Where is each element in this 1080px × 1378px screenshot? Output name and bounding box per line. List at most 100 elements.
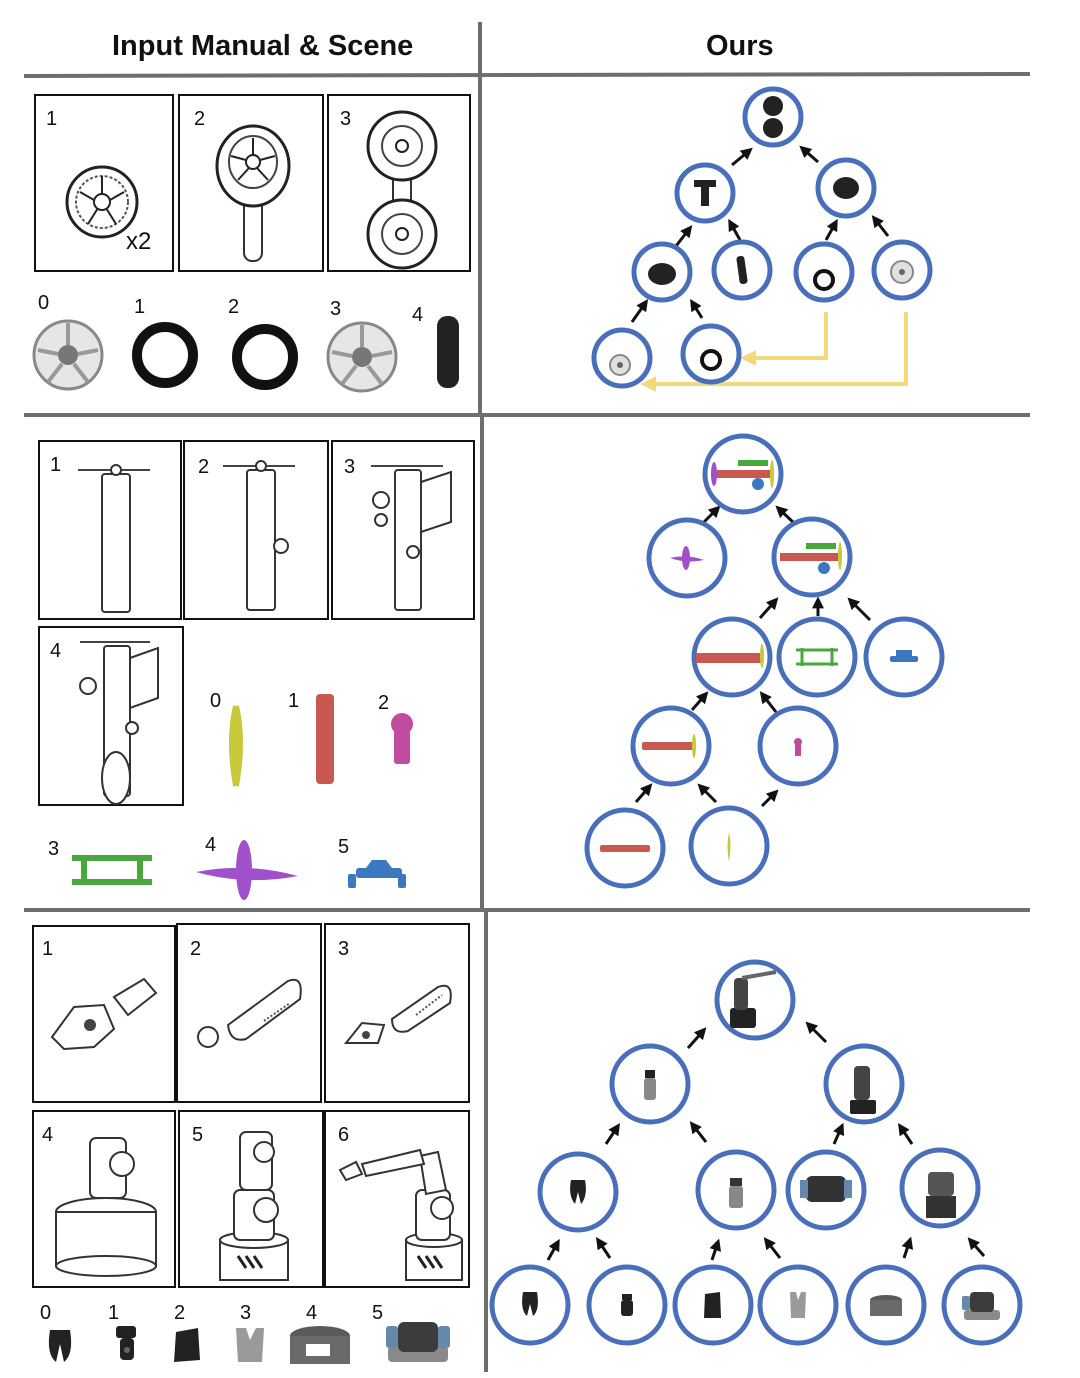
s3-node-l3-6 [941,1264,1023,1346]
s2-parts-drawing [72,694,413,900]
s3-part-5-shoulder [386,1322,450,1362]
s3-node-l3-3 [672,1264,754,1346]
s2-node-l2-1 [691,616,773,698]
s3-part-4-base-drum [290,1326,350,1364]
s3-step-3-panel [324,923,470,1103]
s3-part-3-label: 3 [240,1302,252,1324]
s2-part-3-wing-frame [72,855,152,885]
s3-step-2-number: 2 [190,938,202,960]
s3-part-4-label: 4 [306,1302,318,1324]
s1-part-0-label: 0 [38,292,50,314]
s3-node-l3-5 [845,1264,927,1346]
s3-step-5-number: 5 [192,1124,204,1146]
s2-node-l1-2 [771,516,853,598]
s2-part-4-cross [196,840,298,900]
s2-step-4-panel [38,626,184,806]
s1-node-mid-right [815,157,877,219]
s3-part-2-joint-block [174,1328,200,1362]
s3-node-l2-1 [537,1151,619,1233]
s2-node-l4-2 [688,805,770,887]
s3-node-root [714,959,796,1041]
s3-part-0-label: 0 [40,1302,52,1324]
s3-node-l2-3 [785,1149,867,1231]
s2-step-1-number: 1 [50,454,62,476]
s3-step-6-number: 6 [338,1124,350,1146]
s2-step-4-number: 4 [50,640,62,662]
s3-part-3-forearm-gray [236,1328,264,1362]
s2-tree [584,433,945,889]
s2-step-2-panel [183,440,329,620]
s1-step-1-number: 1 [46,108,58,130]
s2-node-l1-1 [646,517,728,599]
s2-part-5-label: 5 [338,836,350,858]
s1-step-1-panel [34,94,174,272]
s3-part-0-gripper-jaw [48,1330,72,1362]
s3-node-l3-2 [586,1264,668,1346]
s1-part-4-axle [437,316,459,388]
s2-node-l3-2 [757,705,839,787]
s1-node-l2-2 [711,239,773,301]
s3-step-2-panel [176,923,322,1103]
s3-base-drawing [55,1137,157,1277]
s1-node-root [742,86,804,148]
s1-tree [591,86,933,392]
s3-step-4-panel [32,1110,176,1288]
s1-part-4-label: 4 [412,304,424,326]
s2-step-2-number: 2 [198,456,210,478]
s1-node-l2-3 [793,241,855,303]
s2-node-l2-2 [776,616,858,698]
s1-part-1-tire [132,322,198,388]
s2-node-l4-1 [584,807,666,889]
s3-step-1-number: 1 [42,938,54,960]
s1-step-2-panel [178,94,324,272]
s3-node-l2-2 [695,1149,777,1231]
s3-part-5-label: 5 [372,1302,384,1324]
s2-step-2-drawing [223,460,295,611]
s2-step-3-panel [331,440,475,620]
s1-part-2-label: 2 [228,296,240,318]
s2-part-4-label: 4 [205,834,217,856]
s1-step-2-number: 2 [194,108,206,130]
s2-part-1-fuselage [316,694,334,784]
s2-node-l3-1 [630,705,712,787]
s3-node-l3-1 [489,1264,571,1346]
s3-step-4-number: 4 [42,1124,54,1146]
s3-gripper-forearm-drawing [343,984,452,1044]
left-header: Input Manual & Scene [112,30,414,62]
s2-part-2-label: 2 [378,692,390,714]
s3-base-upper-drawing [219,1131,289,1281]
s1-step-3-number: 3 [340,108,352,130]
s3-node-l2-4 [899,1147,981,1229]
s2-part-1-label: 1 [288,690,300,712]
s3-gripper-drawing [50,977,158,1051]
s2-part-2-peg [391,713,413,764]
s2-step-1-panel [38,440,182,620]
s1-wheel-on-axle-drawing [215,124,291,262]
s2-part-3-label: 3 [48,838,60,860]
s1-two-wheels-drawing [366,110,438,270]
s1-part-1-label: 1 [134,296,146,318]
s3-step-5-panel [178,1110,324,1288]
s1-node-l3-2 [680,323,742,385]
s3-node-l1-2 [823,1043,905,1125]
s2-part-5-landing-gear [348,860,406,888]
s2-step-3-number: 3 [344,456,356,478]
s1-part-3-label: 3 [330,298,342,320]
s1-node-l2-1 [631,241,693,303]
s3-part-1-label: 1 [108,1302,120,1324]
s2-step-1-drawing [78,464,150,613]
right-header: Ours [706,30,774,62]
s1-step-1-qty: x2 [126,228,152,255]
s3-node-l3-4 [757,1264,839,1346]
s3-step-3-number: 3 [338,938,350,960]
s2-node-root [702,433,784,515]
s3-part-2-label: 2 [174,1302,186,1324]
s3-node-l1-1 [609,1043,691,1125]
s3-part-1-wrist [116,1326,136,1360]
s1-part-2-tire [232,324,298,390]
s1-part-0-rim [32,319,104,391]
s3-step-6-panel [324,1110,470,1288]
s3-forearm-drawing [197,978,302,1048]
